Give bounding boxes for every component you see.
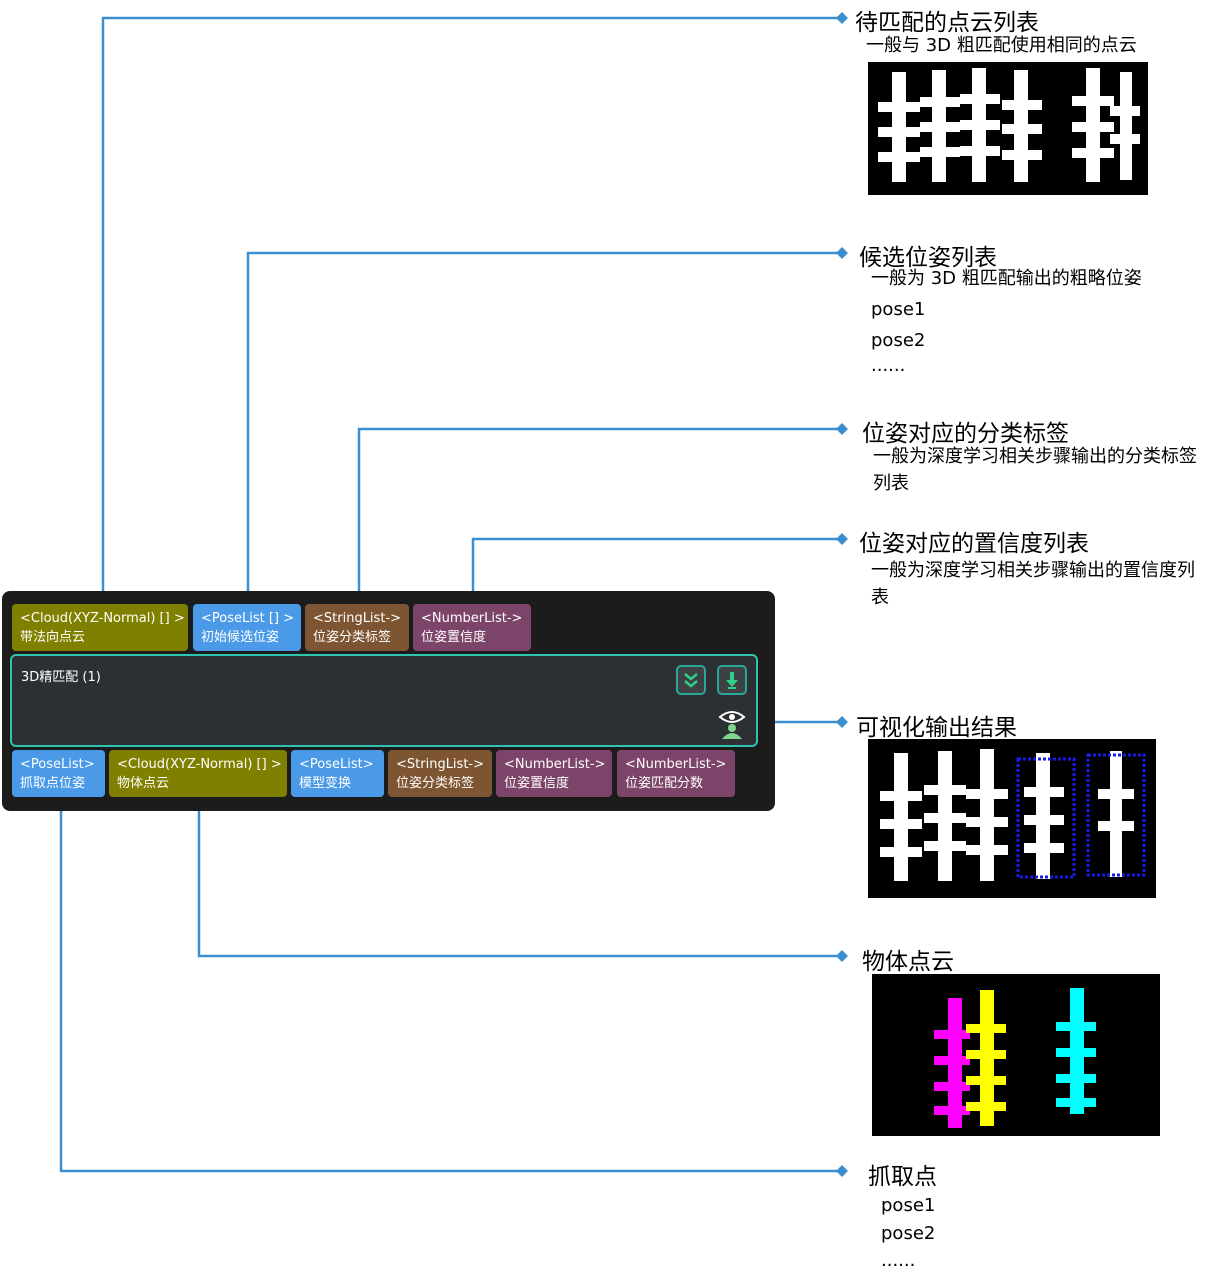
port-name: 位姿匹配分数 [625, 776, 704, 791]
wire-grasp-output [59, 797, 842, 1173]
visual-result-image [868, 739, 1156, 898]
object-cloud-image [872, 974, 1160, 1136]
port-type: <StringList-> [313, 611, 401, 626]
port-name: 位姿置信度 [421, 630, 487, 645]
output-port-object-cloud[interactable]: <Cloud(XYZ-Normal) [] > 物体点云 [109, 750, 287, 797]
wire-end-diamond [836, 12, 848, 24]
input-port-poses[interactable]: <PoseList [] > 初始候选位姿 [193, 604, 301, 651]
wire-end-diamond [836, 247, 848, 259]
callout-desc: 一般为 3D 粗匹配输出的粗略位姿 [871, 268, 1142, 289]
wire-confidence-input [471, 537, 842, 604]
callout-title: 位姿对应的置信度列表 [859, 531, 1089, 557]
port-type: <PoseList [] > [201, 611, 295, 626]
wire-pose-input [246, 251, 842, 604]
wire-end-diamond [836, 533, 848, 545]
callout-title: 抓取点 [868, 1164, 937, 1190]
port-name: 位姿置信度 [504, 776, 570, 791]
callout-desc: 一般与 3D 粗匹配使用相同的点云 [866, 35, 1137, 56]
expand-button[interactable] [676, 665, 706, 695]
port-name: 带法向点云 [20, 630, 86, 645]
list-item: pose1 [871, 299, 926, 320]
callout-title: 可视化输出结果 [856, 715, 1017, 741]
list-item: pose2 [871, 330, 926, 351]
port-type: <PoseList> [299, 757, 374, 772]
port-type: <StringList-> [396, 757, 484, 772]
download-button[interactable] [717, 665, 747, 695]
port-name: 位姿分类标签 [396, 776, 475, 791]
cloud-pattern [878, 68, 1140, 182]
output-port-model-transform[interactable]: <PoseList> 模型变换 [291, 750, 384, 797]
eye-person-icon[interactable] [716, 709, 748, 739]
output-port-match-score[interactable]: <NumberList-> 位姿匹配分数 [617, 750, 735, 797]
port-type: <PoseList> [20, 757, 95, 772]
callout-title: 待匹配的点云列表 [855, 10, 1039, 36]
callout-title: 位姿对应的分类标签 [862, 421, 1069, 447]
callout-desc: 一般为深度学习相关步骤输出的分类标签列表 [873, 446, 1197, 494]
expand-icon [684, 673, 698, 688]
port-name: 模型变换 [299, 776, 352, 791]
wire-end-diamond [836, 1165, 848, 1177]
callout-desc: 一般为深度学习相关步骤输出的置信度列表 [871, 560, 1195, 608]
wire-end-diamond [836, 423, 848, 435]
input-port-labels[interactable]: <StringList-> 位姿分类标签 [305, 604, 409, 651]
output-port-confidence[interactable]: <NumberList-> 位姿置信度 [496, 750, 612, 797]
input-port-cloud[interactable]: <Cloud(XYZ-Normal) [] > 带法向点云 [12, 604, 188, 651]
node-title: 3D精匹配 (1) [21, 670, 101, 685]
port-type: <NumberList-> [421, 611, 523, 626]
list-item: ...... [881, 1250, 916, 1271]
download-icon [726, 672, 738, 689]
visual-pattern [880, 749, 1146, 881]
wire-label-input [357, 427, 842, 604]
output-port-labels[interactable]: <StringList-> 位姿分类标签 [388, 750, 492, 797]
callout-title: 候选位姿列表 [859, 245, 997, 271]
port-type: <Cloud(XYZ-Normal) [] > [20, 611, 185, 626]
wire-end-diamond [836, 950, 848, 962]
callout-title: 物体点云 [862, 949, 954, 975]
wire-object-cloud-output [197, 797, 842, 958]
object-pattern [934, 988, 1096, 1128]
port-name: 位姿分类标签 [313, 630, 392, 645]
point-cloud-image [868, 62, 1148, 195]
list-item: pose2 [881, 1223, 936, 1244]
port-type: <Cloud(XYZ-Normal) [] > [117, 757, 282, 772]
port-type: <NumberList-> [625, 757, 727, 772]
wire-cloud-input [101, 16, 842, 604]
input-port-confidence[interactable]: <NumberList-> 位姿置信度 [413, 604, 531, 651]
port-type: <NumberList-> [504, 757, 606, 772]
list-item: ...... [871, 355, 906, 376]
node-body[interactable] [10, 654, 758, 747]
port-name: 物体点云 [117, 776, 170, 791]
port-name: 初始候选位姿 [201, 630, 280, 645]
wire-end-diamond [836, 716, 848, 728]
output-port-grasp[interactable]: <PoseList> 抓取点位姿 [12, 750, 105, 797]
list-item: pose1 [881, 1195, 936, 1216]
port-name: 抓取点位姿 [20, 776, 86, 791]
